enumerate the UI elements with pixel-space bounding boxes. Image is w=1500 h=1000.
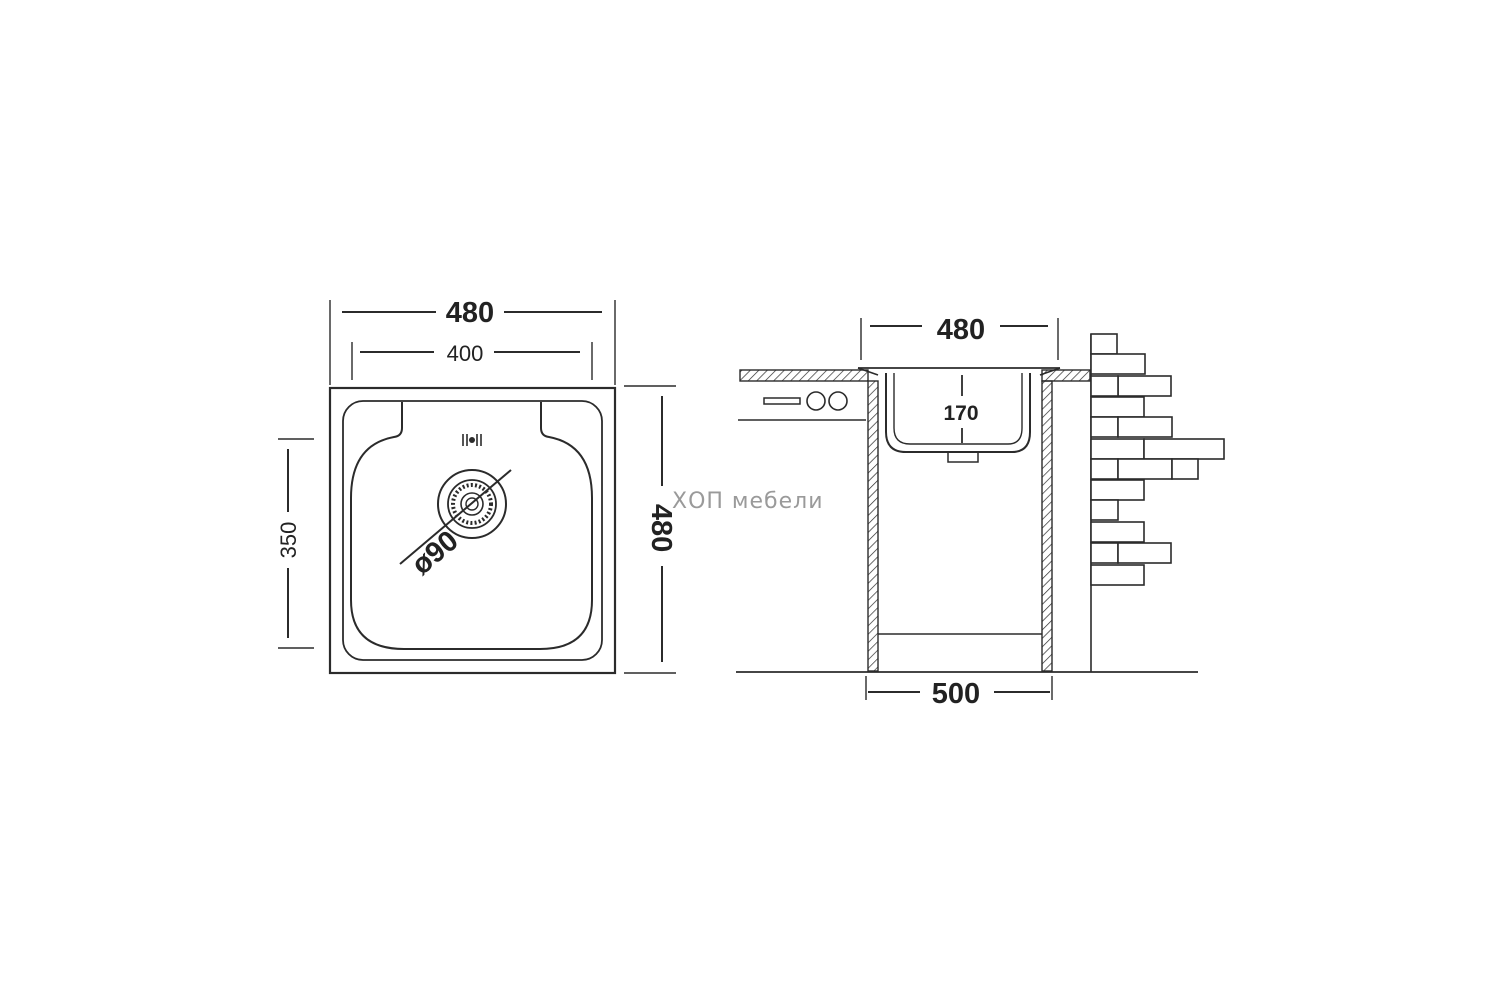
watermark-text: ХОП мебели bbox=[672, 489, 824, 514]
cabinet-right-wall bbox=[1041, 380, 1053, 672]
cabinet-width-label: 500 bbox=[932, 678, 980, 710]
brick-wall bbox=[1090, 333, 1225, 672]
side-view: 170 480 500 bbox=[736, 314, 1225, 710]
overall-depth-label: 480 bbox=[645, 504, 677, 552]
bowl-depth-label: 350 bbox=[276, 522, 301, 559]
side-bowl-depth-label: 170 bbox=[943, 402, 978, 425]
sink-inner-rim bbox=[342, 400, 603, 661]
side-sink-width-label: 480 bbox=[937, 314, 985, 346]
cabinet-left-wall bbox=[867, 380, 879, 672]
sink-bowl-outline bbox=[350, 402, 593, 650]
countertop-left bbox=[739, 369, 869, 382]
drain-icon bbox=[437, 469, 507, 539]
faucet-hole-mark-icon bbox=[462, 434, 482, 446]
sink-outer-rim bbox=[328, 386, 617, 675]
top-view: ø90 480 400 350 480 bbox=[276, 297, 677, 675]
countertop-right bbox=[1041, 369, 1091, 382]
overall-width-label: 480 bbox=[446, 297, 494, 329]
bowl-width-label: 400 bbox=[447, 341, 484, 366]
panel-controls-icon bbox=[763, 391, 848, 411]
drain-diameter-leader bbox=[399, 469, 512, 565]
drain-outlet-icon bbox=[947, 451, 979, 463]
